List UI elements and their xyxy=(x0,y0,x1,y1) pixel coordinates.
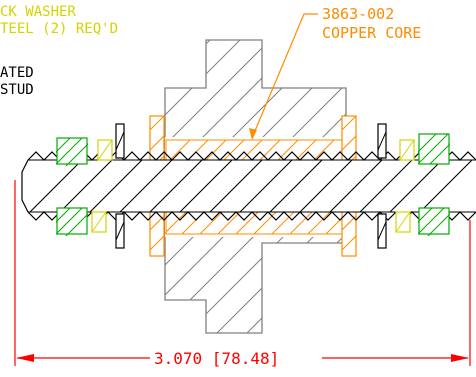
stud-note-line1: ATED xyxy=(0,65,34,81)
lock-washer-note-line2: TEEL (2) REQ'D xyxy=(0,21,118,37)
lock-washer-left xyxy=(91,139,113,233)
threaded-stud xyxy=(20,151,476,221)
washer-green-left-bottom xyxy=(56,207,88,236)
dimension-label: 3.070 [78.48] xyxy=(154,349,279,368)
part-number-label: 3863-002 xyxy=(322,5,394,23)
nut-right xyxy=(377,123,387,249)
washer-green-right-top xyxy=(418,133,450,165)
dimension-line xyxy=(14,180,471,366)
nut-left xyxy=(115,123,125,249)
copper-core-leader xyxy=(249,13,318,140)
part-name-label: COPPER CORE xyxy=(322,24,421,42)
lock-washer-note-line1: CK WASHER xyxy=(0,4,76,20)
washer-green-right-bottom xyxy=(418,207,450,236)
lock-washer-right xyxy=(395,139,415,233)
washer-green-left-top xyxy=(56,137,88,166)
stud-note-line2: STUD xyxy=(0,82,34,98)
